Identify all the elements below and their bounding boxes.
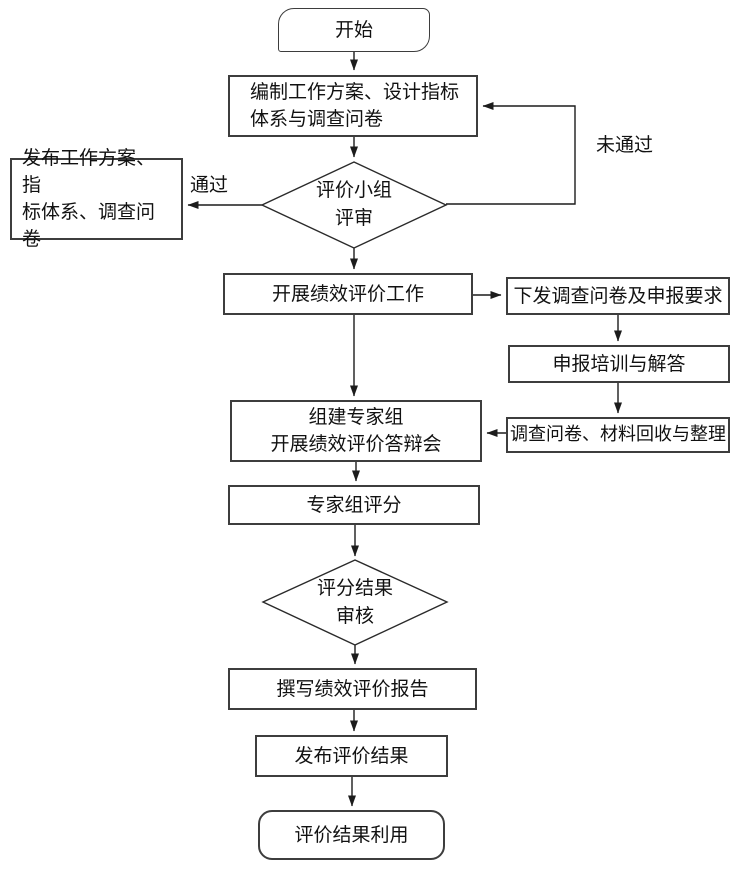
decision-group-review-label: 评价小组 评审 (315, 179, 392, 229)
node-collect-materials: 调查问卷、材料回收与整理 (506, 417, 730, 453)
node-compile-plan: 编制工作方案、设计指标 体系与调查问卷 (228, 75, 478, 137)
decision-score-review-shape (261, 559, 449, 646)
node-training-answers: 申报培训与解答 (508, 345, 730, 383)
node-collect-materials-label: 调查问卷、材料回收与整理 (510, 424, 726, 446)
node-write-report: 撰写绩效评价报告 (228, 668, 477, 710)
node-write-report-label: 撰写绩效评价报告 (276, 677, 429, 700)
node-expert-scoring-label: 专家组评分 (306, 493, 402, 516)
node-publish-plan-label: 发布工作方案、指 标体系、调查问卷 (22, 147, 156, 250)
decision-group-review-shape (260, 161, 448, 249)
node-expert-panel-label: 组建专家组 开展绩效评价答辩会 (270, 406, 442, 455)
decision-group-review: 评价小组 评审 (284, 168, 424, 242)
node-use-results-label: 评价结果利用 (294, 823, 409, 846)
node-start: 开始 (278, 8, 430, 52)
node-compile-plan-label: 编制工作方案、设计指标 体系与调查问卷 (250, 81, 460, 130)
node-publish-results: 发布评价结果 (255, 735, 448, 777)
node-send-questionnaire: 下发调查问卷及申报要求 (506, 277, 730, 315)
arrow-fail-loop (446, 102, 576, 205)
edge-label-fail: 未通过 (596, 134, 654, 156)
node-send-questionnaire-label: 下发调查问卷及申报要求 (513, 284, 723, 307)
node-use-results: 评价结果利用 (258, 810, 445, 860)
node-conduct-evaluation: 开展绩效评价工作 (223, 273, 473, 315)
node-expert-panel: 组建专家组 开展绩效评价答辩会 (230, 400, 482, 462)
node-training-answers-label: 申报培训与解答 (552, 352, 686, 375)
decision-score-review: 评分结果 审核 (285, 566, 425, 640)
node-expert-scoring: 专家组评分 (228, 485, 480, 525)
node-publish-results-label: 发布评价结果 (294, 744, 409, 767)
edge-label-pass: 通过 (190, 174, 229, 196)
node-conduct-evaluation-label: 开展绩效评价工作 (271, 282, 424, 305)
decision-score-review-label: 评分结果 审核 (316, 577, 393, 627)
node-publish-plan: 发布工作方案、指 标体系、调查问卷 (10, 147, 183, 250)
node-start-label: 开始 (334, 18, 373, 41)
